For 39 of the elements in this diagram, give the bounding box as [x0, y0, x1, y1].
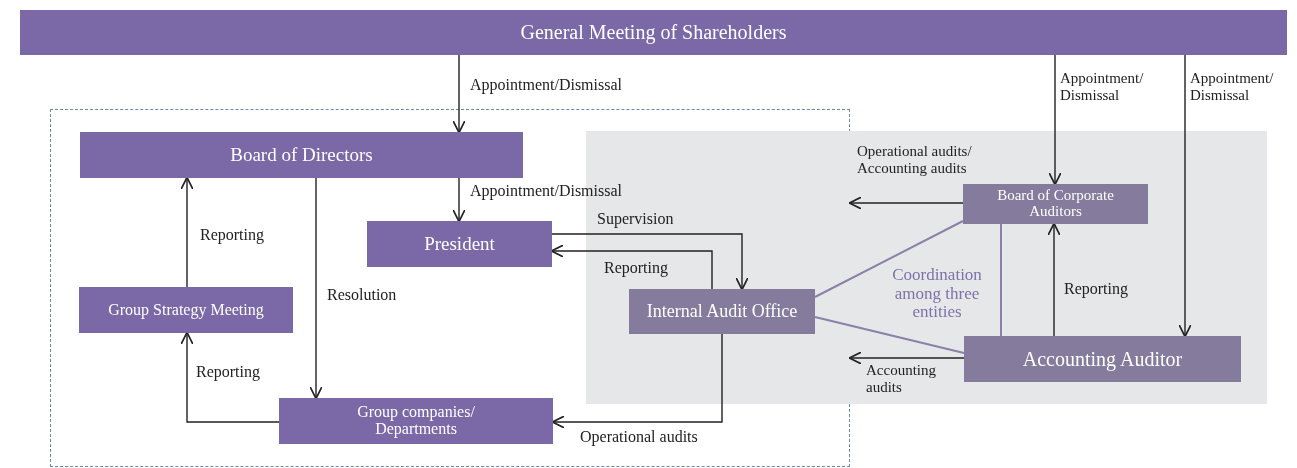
- edge-label: Appointment/Dismissal: [470, 182, 622, 200]
- arrow: [1047, 222, 1061, 337]
- process-box: President: [367, 221, 552, 267]
- process-box: Board of Corporate Auditors: [963, 184, 1148, 224]
- arrow: [180, 176, 194, 288]
- connector-line: [1000, 223, 1002, 337]
- edge-label: Operational audits: [580, 428, 698, 446]
- arrow: [452, 54, 466, 134]
- arrow: [1048, 54, 1062, 186]
- process-box: Internal Audit Office: [629, 289, 815, 334]
- arrow: [550, 244, 713, 290]
- edge-label: Appointment/Dismissal: [470, 76, 622, 94]
- process-box: Group companies/ Departments: [279, 398, 553, 444]
- process-box: Group Strategy Meeting: [79, 287, 293, 333]
- arrow: [452, 177, 466, 223]
- arrow: [848, 196, 964, 210]
- edge-label: Appointment/ Dismissal: [1060, 70, 1145, 103]
- edge-label: Supervision: [597, 210, 674, 228]
- arrow: [551, 333, 723, 429]
- connector-line: [814, 220, 964, 298]
- arrow: [551, 233, 749, 291]
- edge-label: Operational audits/ Accounting audits: [857, 143, 973, 176]
- process-box: Accounting Auditor: [964, 336, 1241, 382]
- connector-line: [814, 316, 965, 354]
- arrow: [309, 177, 323, 400]
- arrow: [180, 331, 280, 423]
- edge-label: Appointment/ Dismissal: [1190, 70, 1275, 103]
- edge-label: Reporting: [200, 226, 264, 244]
- arrow: [848, 351, 965, 365]
- edge-label: Reporting: [1064, 280, 1128, 298]
- edge-label: Resolution: [327, 286, 397, 304]
- dashed-group-outline: [50, 109, 850, 467]
- process-box: Board of Directors: [80, 132, 523, 178]
- annotation-text: Coordination among three entities: [891, 266, 983, 323]
- title-banner: General Meeting of Shareholders: [20, 10, 1287, 55]
- edge-label: Reporting: [604, 259, 668, 277]
- edge-label: Accounting audits: [866, 362, 937, 395]
- arrow: [1178, 54, 1192, 338]
- edge-label: Reporting: [196, 363, 260, 381]
